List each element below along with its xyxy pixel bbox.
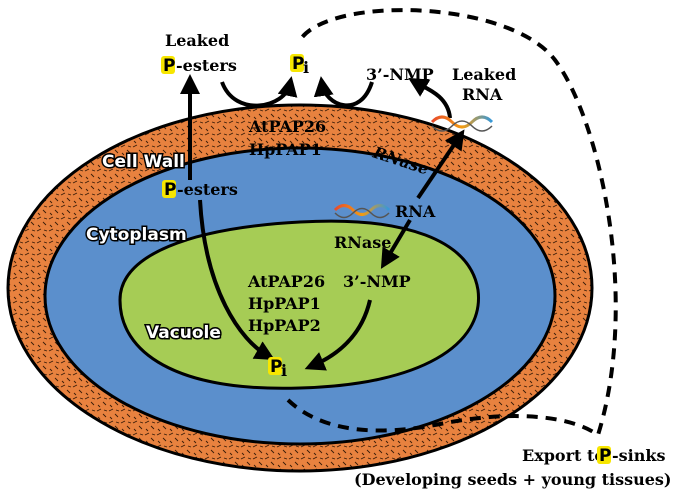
leaked-p-esters-suffix: -esters [176,56,237,75]
export-suffix: -sinks [612,446,665,465]
arrow-nmp-to-vacuole-pi [304,299,372,371]
vacuole-enzyme-hppap2: HpPAP2 [248,316,321,335]
leaked-rna-word: Leaked [452,65,516,84]
nmp-outside: 3’-NMP [366,65,434,84]
p-highlight-leaked: P [161,56,175,76]
arrow-leaked-rna-to-nmp [408,77,452,119]
leaked-rna-icon [430,115,494,132]
pi-vacuole: P i [268,357,287,380]
svg-text:P: P [599,446,611,466]
svg-text:P: P [270,357,282,377]
vacuole-label: Vacuole [146,323,221,343]
vacuole-enzyme-hppap1: HpPAP1 [248,294,321,313]
p-highlight-export: P [597,446,611,466]
svg-text:P: P [163,56,175,76]
vacuole-nmp: 3’-NMP [343,272,411,291]
rna-icon [333,204,391,219]
arrow-p-esters-to-pi [198,199,275,360]
arrow-rna-leak [416,129,465,200]
leaked-p-esters-word: Leaked [165,31,229,50]
wall-enzyme-atpap26: AtPAP26 [248,117,326,136]
svg-text:i: i [281,361,287,380]
arrow-rna-to-nmp [380,218,412,269]
svg-text:P: P [292,54,304,74]
svg-text:P: P [164,180,176,200]
vacuole-enzyme-atpap26: AtPAP26 [247,272,325,291]
svg-text:i: i [303,58,309,77]
p-highlight-cytoplasm: P [162,180,176,200]
export-destination: (Developing seeds + young tissues) [354,470,671,489]
cytoplasm-rnase: RNase [334,233,391,252]
export-prefix: Export to [522,446,605,465]
arrow-wall-p-esters-to-pi [220,76,298,108]
pi-outside: P i [290,54,309,77]
export-dashed-path [286,8,618,439]
flux-arrows [180,74,465,371]
arrow-nmp-to-pi [313,76,374,108]
leaked-rna-word2: RNA [462,85,503,104]
wall-enzyme-hppap1: HpPAP1 [249,140,322,159]
cytoplasm-label: Cytoplasm [86,225,187,245]
cell-wall-label: Cell Wall [102,152,185,172]
cytoplasm-p-esters-suffix: -esters [177,180,238,199]
cytoplasm-rna: RNA [395,202,436,221]
